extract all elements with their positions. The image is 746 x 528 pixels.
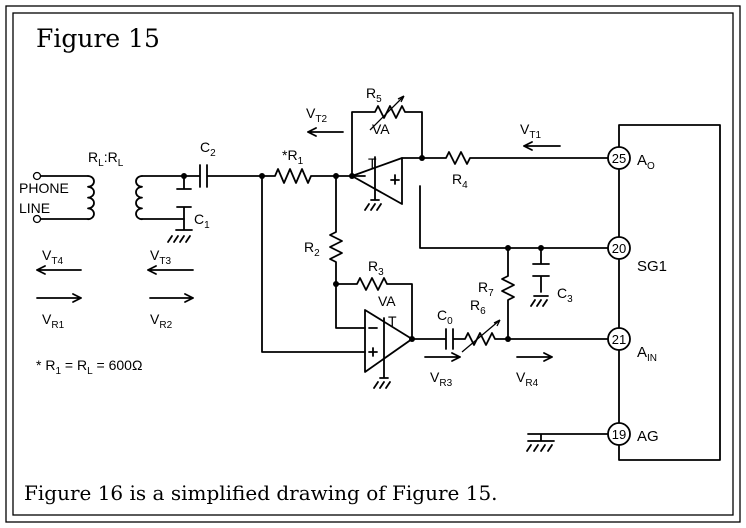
junctions [181,155,544,342]
r1-note: * R1​ = RL​ = 600Ω [36,357,142,377]
r2-label: R2​ [304,239,320,259]
va-top-label: VA [372,121,390,137]
t-top-label: T [368,155,377,171]
wiring [261,95,621,452]
phone-line-label-2: LINE [19,200,50,216]
signal-arrows [36,127,561,362]
vr2-label: VR2​ [150,311,173,331]
c3-label: C3​ [557,285,573,305]
phone-line-label-1: PHONE [19,180,69,196]
pin-19: 19 [612,427,626,442]
t-bottom-label: T [388,313,397,329]
r5-label: R5​ [366,85,382,105]
vt1-label: VT1​ [520,121,541,141]
c1-label: C1​ [194,211,210,231]
figure-caption: Figure 16 is a simplified drawing of Fig… [24,481,498,505]
c0-label: C0​ [437,307,453,327]
pin-25-name: AO​ [637,152,655,172]
r7-label: R7​ [478,279,494,299]
vr3-label: VR3​ [430,369,453,389]
va-bottom-label: VA [378,293,396,309]
figure-title: Figure 15 [36,24,160,53]
op-amp-bottom [364,309,413,389]
r3-label: R3​ [368,258,384,278]
pin-19-name: AG [637,428,659,445]
phone-line [32,171,95,224]
pin-25: 25 [612,151,626,166]
pin-21: 21 [612,332,626,347]
pin-20-name: SG1 [637,258,667,275]
vr1-label: VR1​ [42,311,65,331]
ic-outline [618,124,721,461]
pin-21-name: AIN​ [637,344,657,364]
c2-label: C2​ [200,139,216,159]
pin-circles [607,146,631,446]
outer-border [5,5,741,523]
transformer-label: RL​:RL​ [88,149,124,169]
vr4-label: VR4​ [516,369,539,389]
transformer [135,164,263,243]
vt3-label: VT3​ [150,247,171,267]
vt4-label: VT4​ [42,247,63,267]
r4-label: R4​ [452,171,468,191]
vt2-label: VT2​ [306,105,327,125]
r1-label: *R1​ [282,147,304,167]
op-amp-top [351,156,403,211]
inner-border [12,12,734,516]
pin-20: 20 [612,241,626,256]
r6-label: R6​ [470,297,486,317]
